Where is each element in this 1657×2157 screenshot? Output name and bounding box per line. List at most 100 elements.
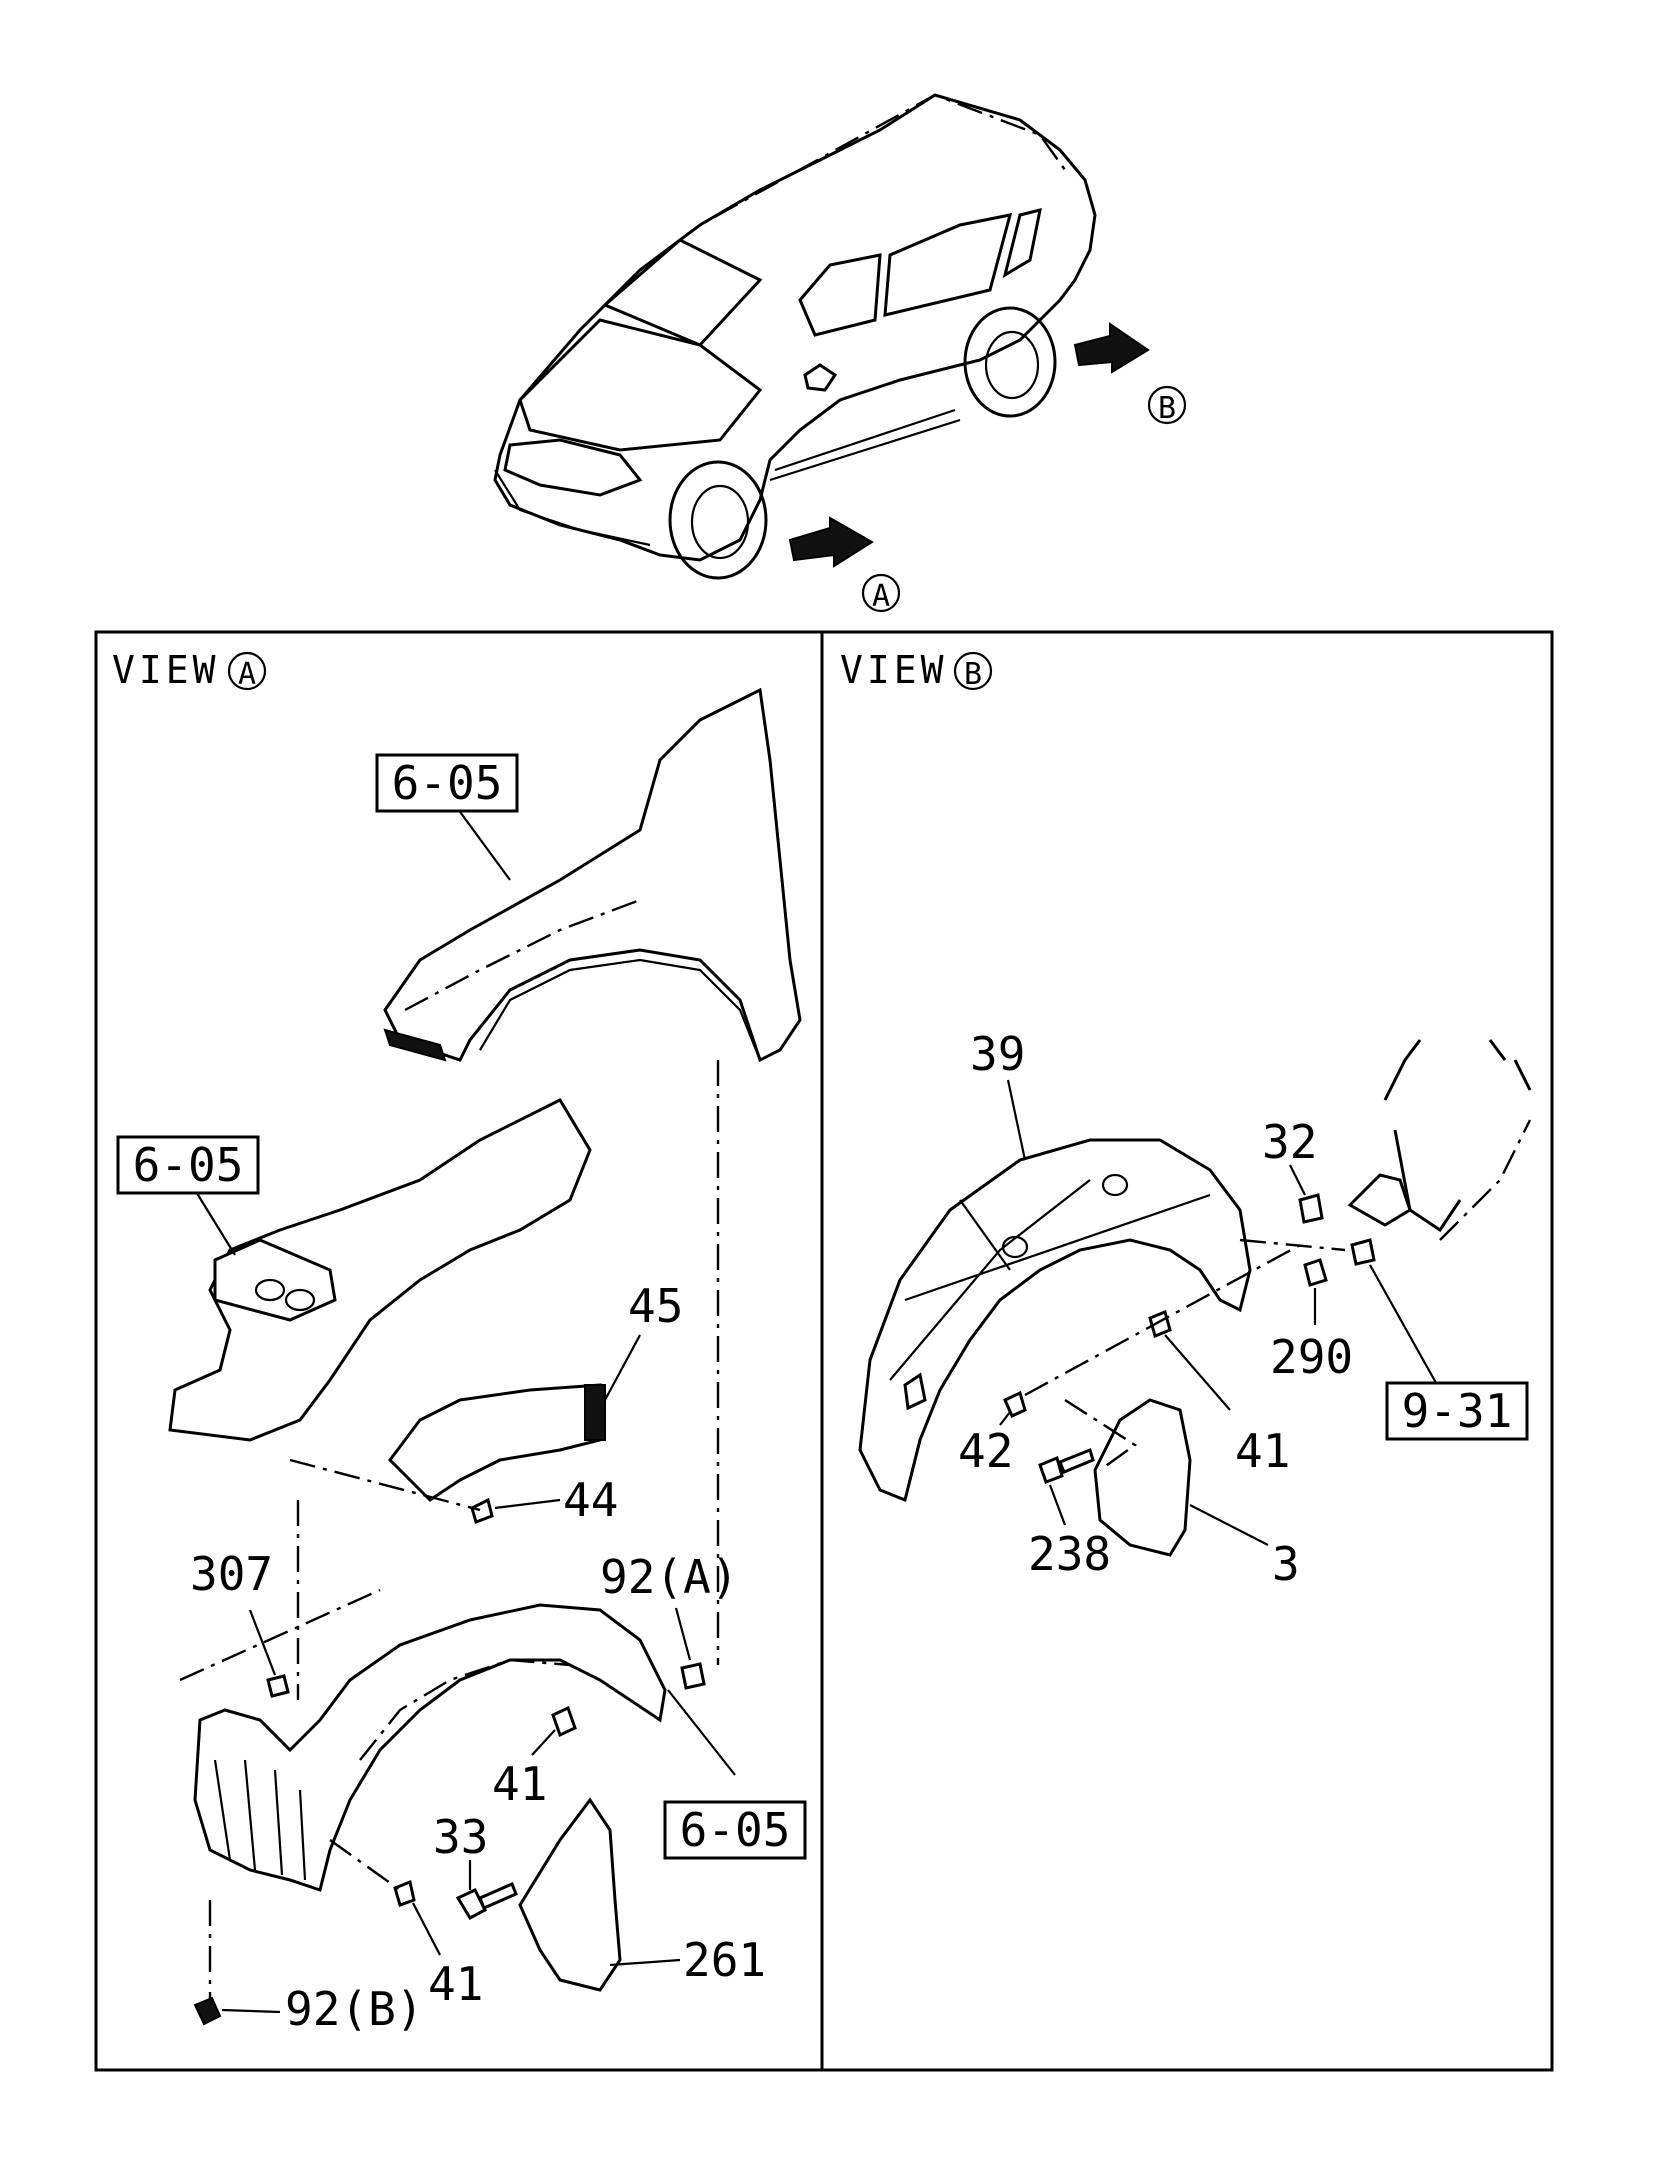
rear-quarter-body bbox=[1383, 1039, 1532, 1233]
leader-45 bbox=[604, 1334, 641, 1401]
view-b-assembly-line-1 bbox=[1024, 1243, 1301, 1397]
leader-261 bbox=[609, 1958, 681, 1967]
view-b-prefix: VIEW bbox=[840, 648, 948, 692]
liner-hole-1 bbox=[1001, 1235, 1029, 1259]
front-wheelhouse-liner bbox=[193, 1603, 667, 1892]
ref-box-605-mid bbox=[116, 1135, 260, 1195]
vehicle-body-outline bbox=[493, 93, 1097, 562]
leader-41-b bbox=[1164, 1334, 1231, 1411]
mudflap-261 bbox=[518, 1797, 622, 1992]
rear-quarter-body-line bbox=[1439, 1119, 1532, 1241]
mudflap-3 bbox=[1093, 1398, 1192, 1557]
view-a-marker-circle bbox=[227, 651, 267, 691]
callout-41: 41 bbox=[1235, 1424, 1290, 1478]
vehicle-hood bbox=[518, 318, 763, 452]
leader-238 bbox=[1048, 1484, 1067, 1526]
callout-92b: 92(B) bbox=[285, 1982, 423, 2036]
ref-box-605-bottom bbox=[663, 1800, 807, 1860]
rear-wheel bbox=[963, 306, 1057, 418]
ref-605-bottom: 6-05 bbox=[680, 1803, 791, 1857]
view-a-marker-letter: A bbox=[238, 657, 256, 692]
view-b-assembly-line-3 bbox=[1064, 1398, 1138, 1471]
leader-605-bottom bbox=[667, 1689, 736, 1776]
vehicle-overview: A B bbox=[493, 93, 1187, 614]
leader-44 bbox=[494, 1498, 561, 1510]
liner-hole-2 bbox=[1101, 1173, 1129, 1197]
leader-605-top bbox=[454, 804, 511, 881]
leader-605-mid bbox=[194, 1189, 236, 1256]
front-fender bbox=[383, 687, 802, 1063]
splash-shield-seal bbox=[584, 1384, 606, 1441]
screw-238-icon bbox=[1038, 1447, 1095, 1484]
leader-39 bbox=[1006, 1079, 1027, 1161]
vehicle-grille bbox=[503, 438, 643, 497]
leader-307 bbox=[248, 1609, 277, 1676]
liner-rib-2 bbox=[889, 1179, 1091, 1381]
rear-wheel-rim bbox=[984, 330, 1040, 400]
callout-238: 238 bbox=[1028, 1527, 1111, 1581]
body-bracket bbox=[1347, 1173, 1412, 1227]
marker-a-letter: A bbox=[872, 579, 890, 614]
leader-92b bbox=[221, 2008, 281, 2014]
view-a-assembly-line-6 bbox=[329, 1839, 401, 1891]
clip-41-upper-icon bbox=[551, 1705, 577, 1738]
fender-edge-line bbox=[404, 898, 641, 1012]
callout-44: 44 bbox=[563, 1473, 618, 1527]
view-a-assembly-line-4 bbox=[289, 1458, 481, 1512]
ref-box-605-top bbox=[375, 753, 519, 813]
bolt-33-icon bbox=[455, 1882, 518, 1920]
vehicle-side-sill bbox=[769, 408, 961, 482]
clip-307-icon bbox=[266, 1674, 290, 1698]
view-a-panel: VIEW A bbox=[112, 648, 807, 2036]
callout-39: 39 bbox=[970, 1027, 1025, 1081]
leader-41-lower bbox=[412, 1902, 441, 1956]
liner-inner-rib bbox=[213, 1759, 307, 1881]
wheelhouse-apron bbox=[168, 1098, 592, 1442]
callout-45: 45 bbox=[628, 1279, 683, 1333]
leader-931 bbox=[1369, 1264, 1441, 1391]
clip-41-lower-icon bbox=[393, 1879, 416, 1907]
leader-41-upper bbox=[531, 1729, 556, 1756]
rear-wheelhouse-liner bbox=[858, 1138, 1252, 1503]
ref-605-top: 6-05 bbox=[392, 756, 503, 810]
leader-92a bbox=[674, 1607, 692, 1661]
callout-261: 261 bbox=[683, 1933, 766, 1987]
callout-3: 3 bbox=[1272, 1537, 1300, 1591]
vehicle-mirror bbox=[803, 363, 838, 392]
arrow-b-icon bbox=[1073, 322, 1150, 374]
callout-307: 307 bbox=[190, 1547, 273, 1601]
fender-vent bbox=[383, 1028, 447, 1062]
clip-32-icon bbox=[1298, 1193, 1324, 1224]
view-b-panel: VIEW B bbox=[840, 648, 1532, 1591]
fender-arch-trim bbox=[479, 958, 762, 1061]
leader-42 bbox=[999, 1411, 1011, 1426]
vehicle-side-windows bbox=[798, 207, 1042, 337]
callout-41-lower: 41 bbox=[428, 1957, 483, 2011]
callout-290: 290 bbox=[1270, 1330, 1353, 1384]
screw-42-icon bbox=[1003, 1390, 1027, 1419]
callout-42: 42 bbox=[958, 1424, 1013, 1478]
clip-290-icon bbox=[1303, 1258, 1328, 1287]
liner-flange-line bbox=[359, 1658, 571, 1761]
marker-b-letter: B bbox=[1158, 391, 1176, 426]
liner-rib-3 bbox=[959, 1199, 1011, 1271]
ref-605-mid: 6-05 bbox=[133, 1138, 244, 1192]
marker-a-circle bbox=[861, 573, 901, 613]
view-b-marker-circle bbox=[953, 651, 993, 691]
apron-hole-2 bbox=[284, 1288, 316, 1312]
callout-41-upper: 41 bbox=[492, 1757, 547, 1811]
nut-92a-icon bbox=[680, 1662, 706, 1690]
liner-rib-1 bbox=[904, 1193, 1211, 1302]
ref-931: 9-31 bbox=[1402, 1384, 1513, 1438]
view-a-assembly-line-3 bbox=[179, 1588, 381, 1682]
callout-92a: 92(A) bbox=[600, 1550, 738, 1604]
callout-33: 33 bbox=[433, 1810, 488, 1864]
view-b-marker-letter: B bbox=[964, 657, 982, 692]
marker-b-circle bbox=[1147, 385, 1187, 425]
ref-box-931 bbox=[1385, 1381, 1529, 1441]
liner-tab bbox=[903, 1372, 927, 1411]
view-b-frame bbox=[820, 630, 1554, 2072]
leader-32 bbox=[1289, 1164, 1306, 1196]
view-a-prefix: VIEW bbox=[112, 648, 220, 692]
